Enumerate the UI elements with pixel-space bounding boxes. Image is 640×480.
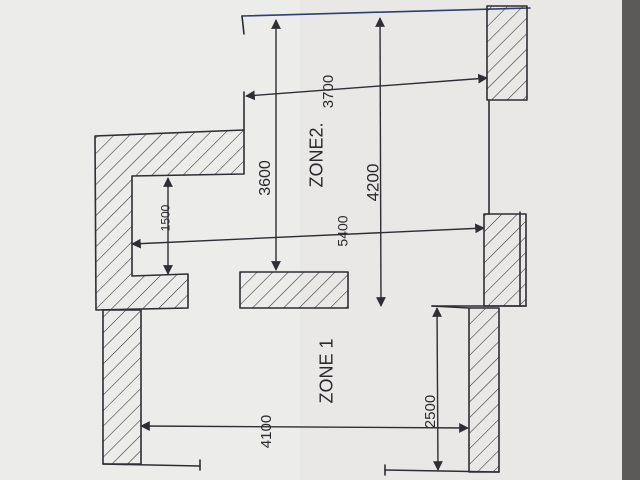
label-dim-5400: 5400	[334, 215, 351, 247]
dimension-line-4100	[140, 421, 469, 433]
wall-middle-right	[483, 213, 527, 307]
label-dim-4200: 4200	[363, 163, 383, 202]
label-dim-1500: 1500	[158, 204, 173, 232]
label-dim-3600: 3600	[256, 160, 274, 196]
dimension-line-3700	[245, 73, 488, 101]
label-zone-1: ZONE 1	[316, 338, 337, 404]
wall-top-right	[486, 5, 528, 101]
dimension-line-2500	[432, 307, 443, 471]
label-dim-4100: 4100	[258, 414, 276, 449]
wall-middle	[239, 271, 349, 309]
label-dim-3700: 3700	[320, 74, 338, 109]
dimension-line-5400	[131, 223, 485, 249]
label-dim-2500: 2500	[422, 394, 440, 429]
wall-bottom-left	[102, 309, 142, 465]
wall-bottom-right	[468, 307, 500, 473]
label-zone-2: ZONE2.	[306, 122, 327, 188]
dimension-line-4200	[375, 17, 386, 307]
